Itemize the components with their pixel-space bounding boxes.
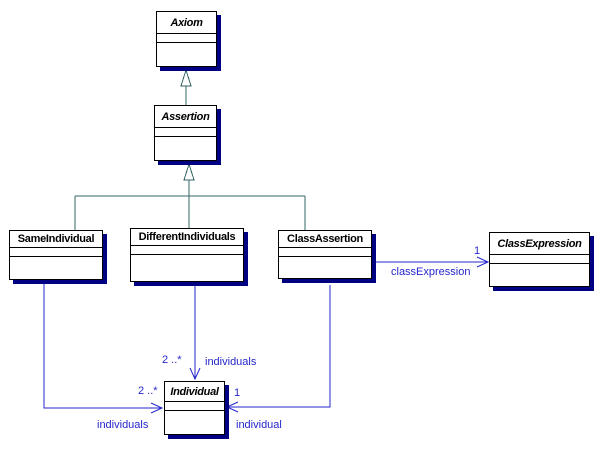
multiplicity-label-classassertion-individual: 1: [234, 387, 241, 399]
generalization-assertion-axiom: [180, 68, 192, 105]
class-axiom-attributes-compartment: [157, 34, 216, 43]
class-individual-attributes-compartment: [165, 402, 224, 411]
class-classexpression[interactable]: ClassExpression: [489, 232, 590, 287]
role-label-differentindividuals: individuals: [205, 356, 257, 368]
class-differentindividuals-attributes-compartment: [131, 246, 243, 255]
role-label-sameindividual: individuals: [97, 419, 149, 431]
class-classassertion-attributes-compartment: [279, 248, 371, 257]
class-sameindividual[interactable]: SameIndividual: [9, 230, 103, 280]
class-sameindividual-title: SameIndividual: [10, 231, 102, 248]
class-classexpression-operations-compartment: [490, 264, 589, 286]
class-axiom-title: Axiom: [157, 12, 216, 34]
multiplicity-label-differentindividuals: 2 ..*: [162, 354, 182, 366]
class-sameindividual-operations-compartment: [10, 257, 102, 279]
class-individual-operations-compartment: [165, 411, 224, 434]
class-individual-title: Individual: [165, 382, 224, 402]
class-assertion-title: Assertion: [155, 106, 216, 128]
association-sameindividual-individual: [43, 281, 164, 414]
association-classassertion-individual: [225, 285, 331, 413]
association-differentindividuals-individual: [189, 284, 201, 381]
multiplicity-label-classexpression: 1: [474, 245, 481, 257]
role-label-classassertion-individual: individual: [236, 419, 282, 431]
class-axiom-operations-compartment: [157, 43, 216, 66]
class-differentindividuals[interactable]: DifferentIndividuals: [130, 228, 244, 282]
class-classexpression-attributes-compartment: [490, 255, 589, 264]
generalization-subclasses-assertion: [74, 162, 306, 230]
class-assertion-operations-compartment: [155, 137, 216, 160]
class-individual[interactable]: Individual: [164, 381, 225, 435]
association-classassertion-classexpression: [373, 256, 490, 268]
multiplicity-label-sameindividual: 2 ..*: [138, 385, 158, 397]
class-differentindividuals-operations-compartment: [131, 255, 243, 281]
class-classassertion[interactable]: ClassAssertion: [278, 230, 372, 279]
class-axiom[interactable]: Axiom: [156, 11, 217, 67]
class-assertion[interactable]: Assertion: [154, 105, 217, 161]
class-classexpression-title: ClassExpression: [490, 233, 589, 255]
role-label-classexpression: classExpression: [391, 266, 471, 278]
class-differentindividuals-title: DifferentIndividuals: [131, 229, 243, 246]
class-sameindividual-attributes-compartment: [10, 248, 102, 257]
class-classassertion-operations-compartment: [279, 257, 371, 278]
class-classassertion-title: ClassAssertion: [279, 231, 371, 248]
class-assertion-attributes-compartment: [155, 128, 216, 137]
